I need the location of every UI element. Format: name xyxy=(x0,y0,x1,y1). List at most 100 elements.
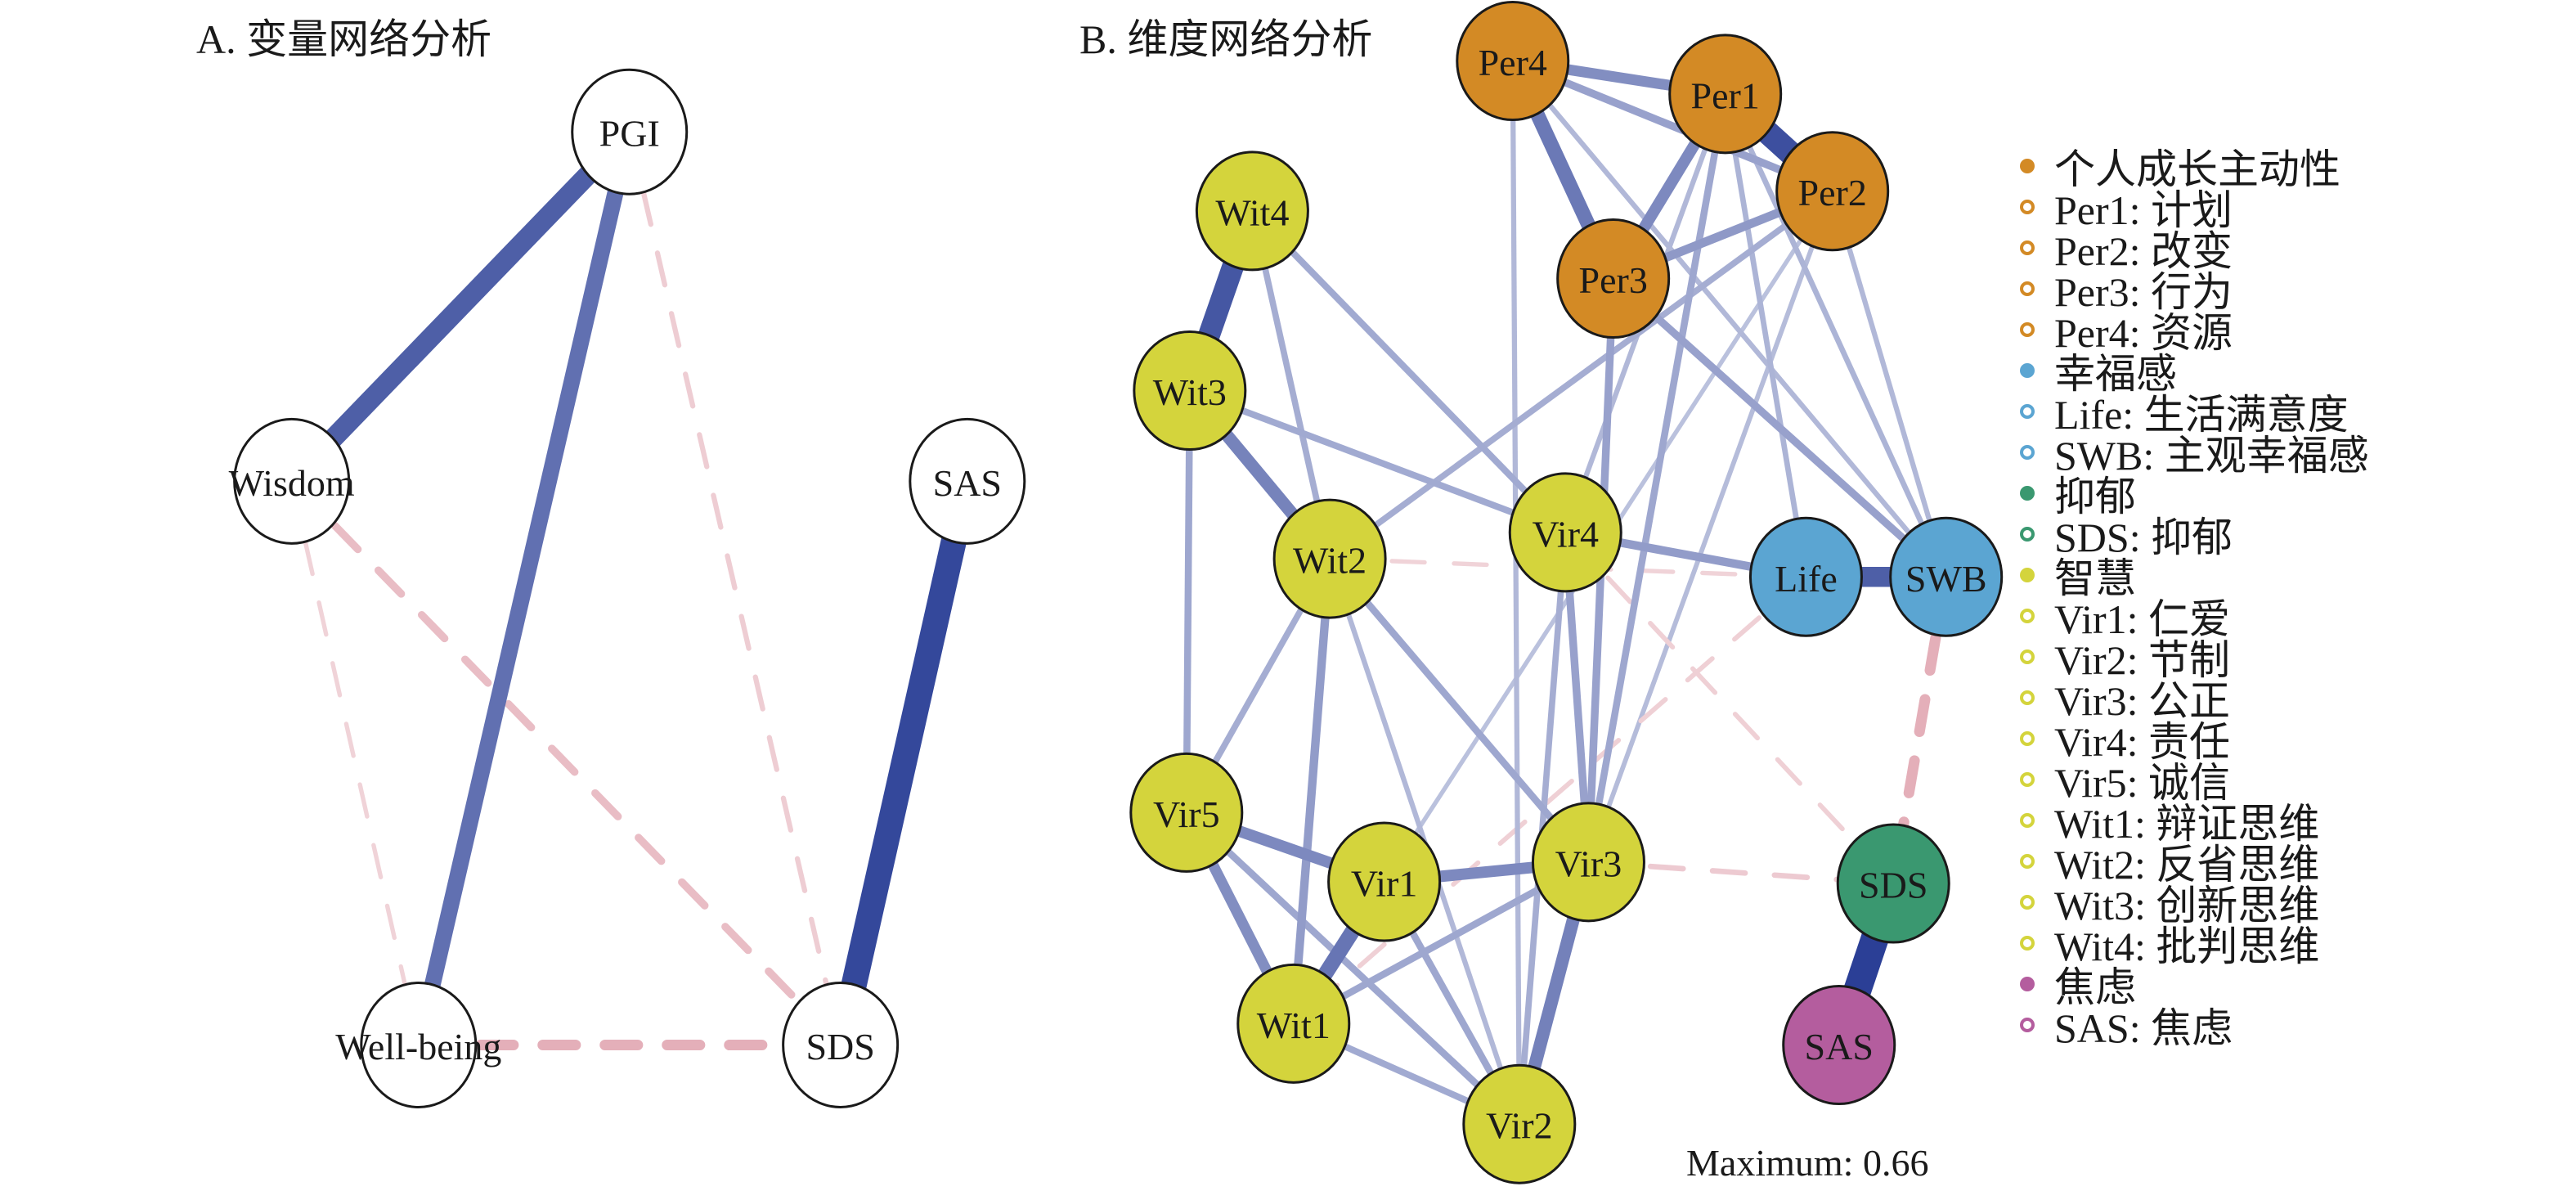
node-label: Vir5 xyxy=(1153,793,1220,835)
node-label: Wit3 xyxy=(1153,371,1227,413)
node-label: Per2 xyxy=(1798,172,1867,213)
legend-label: 幸福感 xyxy=(2054,351,2177,397)
panel-b-title: B. 维度网络分析 xyxy=(1079,16,1373,62)
legend-item: SAS: 焦虑 xyxy=(2020,1004,2369,1051)
hollow-circle-icon xyxy=(2020,527,2035,542)
node-circle xyxy=(1836,823,1950,944)
legend-label: Vir5: 诚信 xyxy=(2054,760,2231,806)
b-edge-per2-wit2 xyxy=(1327,188,1834,562)
node-circle xyxy=(1668,34,1783,155)
node-circle xyxy=(909,417,1026,545)
node-label: Wisdom xyxy=(229,462,355,504)
node-circle xyxy=(571,68,689,196)
legend-label: 抑郁 xyxy=(2054,474,2136,519)
legend-label: Wit1: 辩证思维 xyxy=(2054,801,2320,847)
a-node-pgi: PGI xyxy=(571,68,689,196)
legend-label: Per3: 行为 xyxy=(2054,269,2233,315)
legend-label: Per4: 资源 xyxy=(2054,310,2233,356)
b-edge-vir4-sds xyxy=(1563,529,1896,886)
filled-circle-icon xyxy=(2020,486,2035,501)
legend-label: Per2: 改变 xyxy=(2054,228,2233,274)
b-node-wit2: Wit2 xyxy=(1272,498,1387,619)
node-circle xyxy=(1775,131,1890,252)
a-node-wisdom: Wisdom xyxy=(229,417,355,545)
legend-item: 焦虑 xyxy=(2020,964,2369,1010)
node-label: Vir1 xyxy=(1351,863,1418,905)
b-node-per3: Per3 xyxy=(1556,218,1671,339)
hollow-circle-icon xyxy=(2020,200,2035,214)
hollow-circle-icon xyxy=(2020,1018,2035,1032)
legend-label: Wit3: 创新思维 xyxy=(2054,883,2320,928)
node-circle xyxy=(360,982,478,1109)
b-edge-per4-per2 xyxy=(1510,57,1834,196)
legend-label: Life: 生活满意度 xyxy=(2054,392,2349,438)
legend-label: SWB: 主观幸福感 xyxy=(2054,433,2369,479)
legend-item: 幸福感 xyxy=(2020,350,2369,397)
b-edge-wit4-vir4 xyxy=(1250,209,1568,535)
legend-label: SAS: 焦虑 xyxy=(2054,1005,2233,1051)
hollow-circle-icon xyxy=(2020,404,2035,419)
a-edge-pgi-well-being xyxy=(411,129,638,1047)
a-edge-sas-sds xyxy=(828,478,981,1048)
node-label: SDS xyxy=(1859,865,1928,906)
node-label: SDS xyxy=(806,1026,874,1067)
filled-circle-icon xyxy=(2020,568,2035,582)
hollow-circle-icon xyxy=(2020,895,2035,910)
node-circle xyxy=(1556,218,1671,339)
legend-item: Vir5: 诚信 xyxy=(2020,759,2369,806)
legend-item: Vir3: 公正 xyxy=(2020,677,2369,724)
node-circle xyxy=(1272,498,1387,619)
legend-label: Vir2: 节制 xyxy=(2054,637,2231,683)
legend-label: 个人成长主动性 xyxy=(2054,146,2340,192)
b-node-vir5: Vir5 xyxy=(1129,752,1244,873)
node-label: Vir2 xyxy=(1486,1105,1553,1147)
hollow-circle-icon xyxy=(2020,854,2035,869)
legend-label: Wit4: 批判思维 xyxy=(2054,924,2320,969)
a-node-sas: SAS xyxy=(909,417,1026,545)
b-node-sds: SDS xyxy=(1836,823,1950,944)
node-circle xyxy=(1236,963,1351,1084)
legend-item: SWB: 主观幸福感 xyxy=(2020,432,2369,479)
legend-item: Wit3: 创新思维 xyxy=(2020,882,2369,928)
b-node-per2: Per2 xyxy=(1775,131,1890,252)
legend-item: Wit1: 辩证思维 xyxy=(2020,800,2369,847)
hollow-circle-icon xyxy=(2020,240,2035,255)
node-circle xyxy=(1748,516,1863,637)
node-label: SAS xyxy=(1805,1026,1874,1067)
b-node-vir4: Vir4 xyxy=(1508,472,1622,593)
hollow-circle-icon xyxy=(2020,690,2035,705)
b-edge-per4-swb xyxy=(1510,59,1949,579)
panel-a-network: PGI Wisdom SAS Well-being SDS xyxy=(229,68,1026,1109)
node-circle xyxy=(1462,1063,1577,1184)
node-circle xyxy=(233,417,351,545)
legend-label: Vir4: 责任 xyxy=(2054,719,2231,765)
b-node-per4: Per4 xyxy=(1456,1,1570,122)
filled-circle-icon xyxy=(2020,159,2035,173)
legend-label: Per1: 计划 xyxy=(2054,187,2233,233)
hollow-circle-icon xyxy=(2020,936,2035,951)
b-node-wit4: Wit4 xyxy=(1195,151,1309,272)
b-node-swb: SWB xyxy=(1889,516,2004,637)
legend-label: Vir3: 公正 xyxy=(2054,678,2231,724)
hollow-circle-icon xyxy=(2020,281,2035,296)
legend-item: Per1: 计划 xyxy=(2020,187,2369,233)
legend-item: 抑郁 xyxy=(2020,473,2369,519)
legend-label: SDS: 抑郁 xyxy=(2054,515,2233,560)
b-edge-per1-vir3 xyxy=(1585,93,1729,863)
node-label: Per3 xyxy=(1579,259,1648,301)
b-node-sas: SAS xyxy=(1782,985,1896,1106)
node-circle xyxy=(1195,151,1309,272)
legend-item: 个人成长主动性 xyxy=(2020,146,2369,192)
a-node-well-being: Well-being xyxy=(335,982,501,1109)
b-edge-wit2-life xyxy=(1327,556,1809,579)
node-circle xyxy=(1129,752,1244,873)
legend-label: 智慧 xyxy=(2054,555,2136,601)
b-node-vir3: Vir3 xyxy=(1531,802,1645,923)
node-circle xyxy=(1133,330,1247,452)
b-edge-wit3-vir4 xyxy=(1188,387,1567,536)
